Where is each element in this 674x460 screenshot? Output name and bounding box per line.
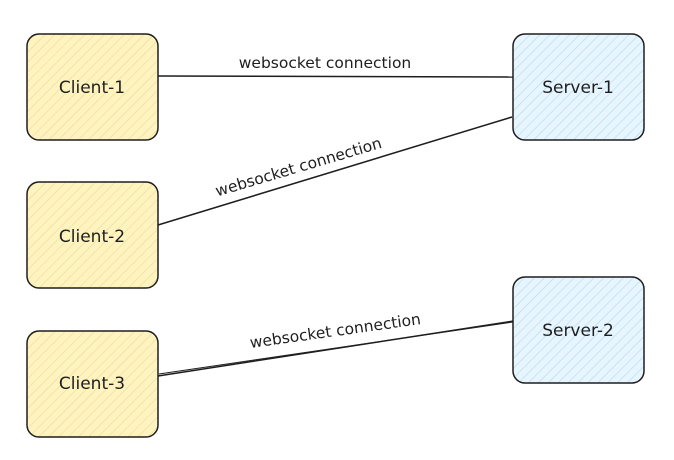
node-label: Client-3 xyxy=(59,374,125,394)
connection-line xyxy=(157,116,513,226)
node-client-2[interactable]: Client-2 xyxy=(26,181,159,289)
edge-client3-server2[interactable]: websocket connection xyxy=(157,310,515,377)
edge-label: websocket connection xyxy=(239,54,412,72)
node-label: Server-2 xyxy=(542,321,614,341)
node-server-1[interactable]: Server-1 xyxy=(512,33,645,141)
node-label: Client-1 xyxy=(59,78,125,98)
client-2-box xyxy=(26,181,159,289)
server-1-box xyxy=(512,33,645,141)
node-client-1[interactable]: Client-1 xyxy=(26,33,159,141)
node-label: Client-2 xyxy=(59,227,125,247)
node-server-2[interactable]: Server-2 xyxy=(512,276,645,384)
node-client-3[interactable]: Client-3 xyxy=(26,330,159,438)
server-2-box xyxy=(512,276,645,384)
client-3-box xyxy=(26,330,159,438)
connection-line xyxy=(157,75,515,78)
edge-label: websocket connection xyxy=(213,134,384,200)
client-1-box xyxy=(26,33,159,141)
edge-client2-server1[interactable]: websocket connection xyxy=(157,116,513,226)
edge-label: websocket connection xyxy=(249,310,422,352)
edge-client1-server1[interactable]: websocket connection xyxy=(157,54,515,78)
connection-line-sketch xyxy=(158,321,514,375)
node-label: Server-1 xyxy=(542,78,614,98)
